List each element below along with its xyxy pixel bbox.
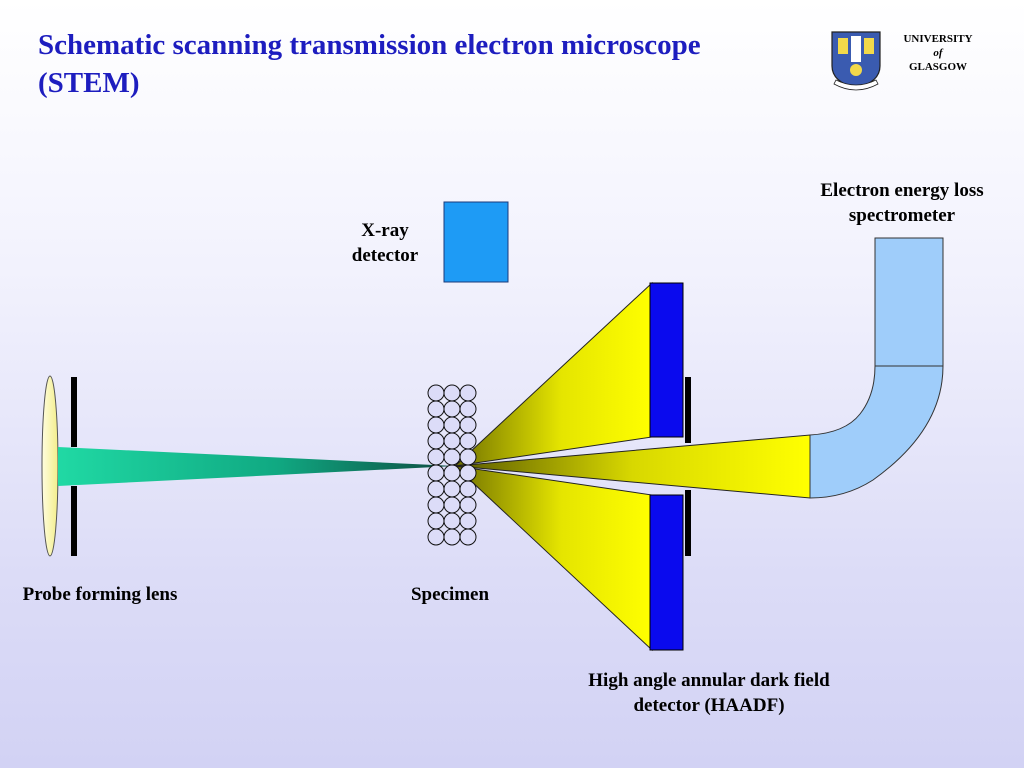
specimen-atom [443, 464, 461, 482]
probe-lens [41, 375, 59, 557]
lower-aperture [71, 486, 77, 556]
eels-label: Electron energy loss spectrometer [820, 180, 984, 226]
specimen-atom [459, 480, 477, 498]
scattered-beam-lower [453, 465, 653, 652]
specimen-atom [459, 416, 477, 434]
haadf-lower-slit [685, 490, 691, 556]
xray-label: X-ray detector [351, 220, 419, 266]
xray-detector [443, 201, 509, 283]
specimen-atom [443, 416, 461, 434]
specimen-atom [443, 528, 461, 546]
specimen-atom [459, 400, 477, 418]
specimen-atom [459, 464, 477, 482]
slide-title: Schematic scanning transmission electron… [38, 29, 701, 99]
specimen-atom [459, 384, 477, 402]
upper-aperture [71, 377, 77, 447]
university-crest-logo [831, 31, 881, 91]
incident-beam [58, 447, 455, 486]
specimen-atom [427, 512, 445, 530]
specimen-atom [443, 448, 461, 466]
haadf-upper-plate [649, 282, 684, 438]
specimen-atom [427, 480, 445, 498]
specimen-atom [443, 384, 461, 402]
logo-line-university: UNIVERSITY [903, 33, 973, 45]
specimen-atoms [427, 384, 477, 546]
specimen-atom [459, 432, 477, 450]
university-name: UNIVERSITY of GLASGOW [892, 32, 984, 74]
specimen-atom [443, 512, 461, 530]
specimen-atom [443, 496, 461, 514]
specimen-atom [427, 432, 445, 450]
haadf-upper-slit [685, 377, 691, 443]
specimen-atom [427, 416, 445, 434]
haadf-label: High angle annular dark field detector (… [588, 670, 830, 716]
specimen-atom [427, 448, 445, 466]
specimen-atom [427, 496, 445, 514]
specimen-atom [443, 400, 461, 418]
specimen-atom [459, 512, 477, 530]
spectrometer [809, 237, 944, 499]
specimen-atom [459, 496, 477, 514]
specimen-atom [427, 528, 445, 546]
specimen-atom [459, 448, 477, 466]
specimen-atom [443, 432, 461, 450]
specimen-atom [427, 400, 445, 418]
probe-lens-label: Probe forming lens [22, 584, 178, 605]
scattered-beam-upper [453, 281, 653, 467]
specimen-atom [427, 384, 445, 402]
haadf-lower-plate [649, 494, 684, 651]
logo-line-of: of [933, 47, 943, 59]
specimen-label: Specimen [410, 584, 490, 605]
specimen-atom [459, 528, 477, 546]
specimen-atom [443, 480, 461, 498]
specimen-atom [427, 464, 445, 482]
logo-line-glasgow: GLASGOW [908, 61, 968, 73]
